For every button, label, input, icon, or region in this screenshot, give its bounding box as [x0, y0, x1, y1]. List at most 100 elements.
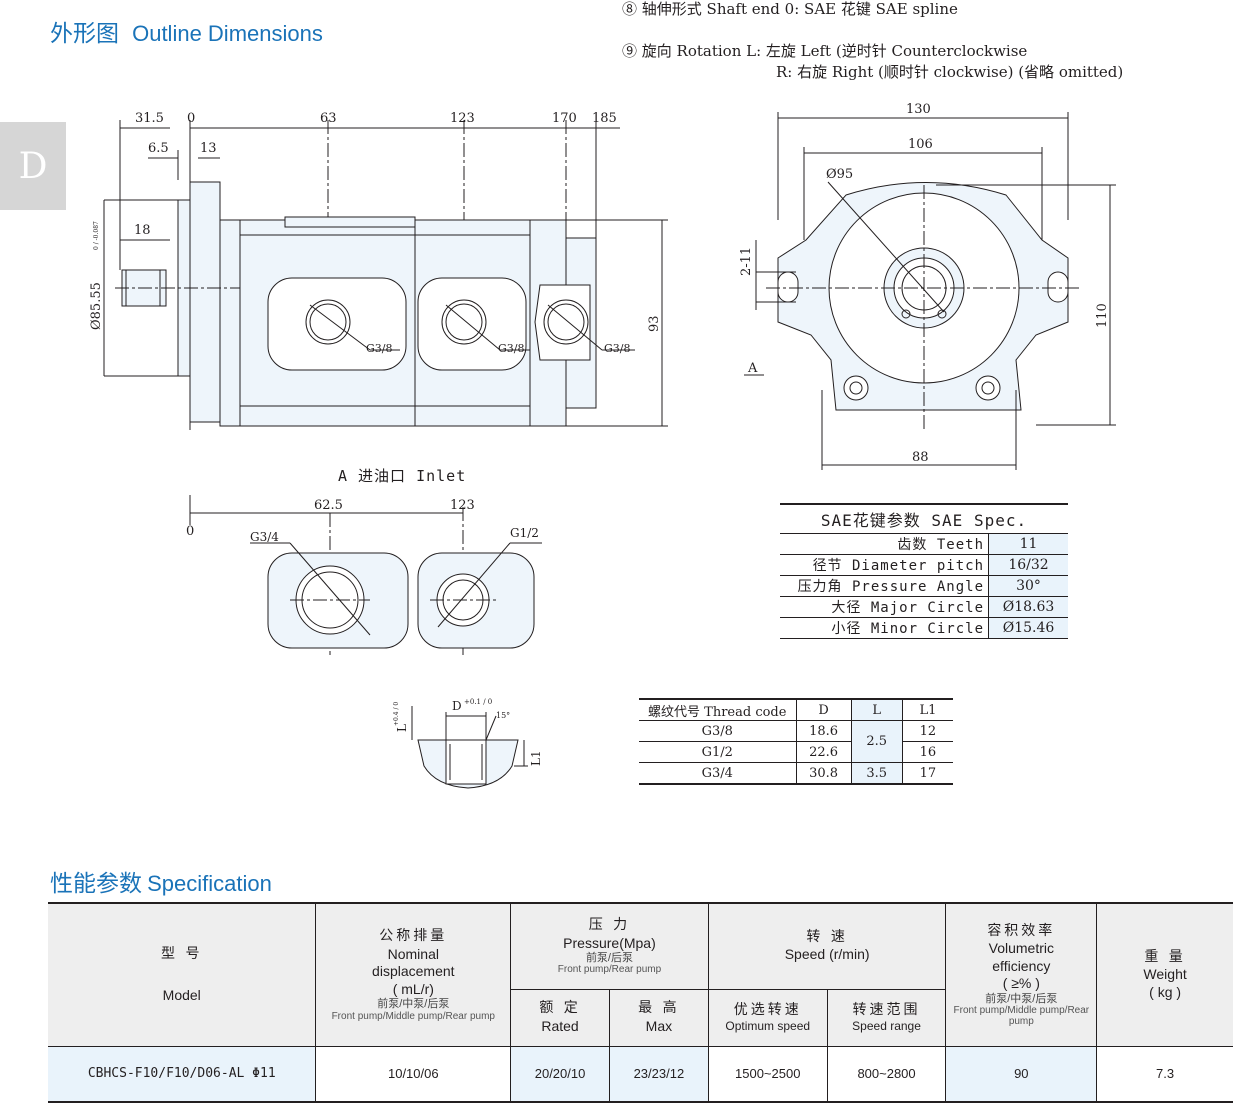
thread-row: G1/2 22.6 16 [639, 741, 953, 763]
cell-range: 800~2800 [826, 1046, 947, 1103]
thread-detail-drawing: D +0.1 / 0 15° L +0.4 / 0 L1 [393, 698, 543, 789]
dim-inlet-0: 0 [186, 524, 194, 539]
rotation-note-left: ⑨ 旋向 Rotation L: 左旋 Left (逆时针 Counterclo… [622, 42, 1028, 60]
dim-31-5: 31.5 [135, 111, 164, 126]
thread-l-label: L [395, 724, 409, 732]
thread-row: G3/8 18.6 2.5 12 [639, 720, 953, 763]
sae-label: 小径 Minor Circle [780, 617, 989, 639]
thread-row: G3/4 30.8 3.5 17 [639, 762, 953, 785]
inlet-view-drawing: 62.5 123 0 G3/4 G1/2 [186, 495, 542, 655]
port-label-2: G3/8 [498, 342, 525, 355]
col-model: 型 号 Model [48, 902, 317, 1047]
thread-header-d: D [795, 698, 852, 721]
dim-dia-85: Ø85.55 [90, 282, 104, 330]
sae-spec-title: SAE花键参数 SAE Spec. [780, 503, 1068, 534]
col-optimum: 优选转速 Optimum speed [707, 988, 828, 1048]
outline-title: 外形图 Outline Dimensions [50, 14, 323, 48]
pressure-sub-cn: 前泵/后泵 [585, 952, 633, 965]
cell-optimum: 1500~2500 [707, 1046, 828, 1103]
thread-l-tol: +0.4 / 0 [393, 702, 400, 726]
thread-d-tol: +0.1 / 0 [464, 698, 492, 706]
col-weight: 重 量 Weight ( kg ) [1096, 902, 1233, 1047]
weight-cn: 重 量 [1144, 948, 1186, 965]
dim-123: 123 [450, 111, 475, 126]
port-label-3: G3/8 [604, 342, 631, 355]
thread-code-table: 螺纹代号 Thread code D L L1 G3/8 18.6 2.5 12… [639, 698, 953, 785]
dim-62-5: 62.5 [314, 498, 343, 513]
sae-value: Ø18.63 [988, 596, 1068, 618]
eff-en2: efficiency [992, 957, 1051, 974]
weight-en: Weight [1143, 966, 1187, 983]
disp-sub-en: Front pump/Middle pump/Rear pump [331, 1010, 495, 1022]
thread-l1: 12 [901, 720, 953, 742]
dim-6-5: 6.5 [148, 141, 169, 156]
dim-dia-95: Ø95 [826, 167, 853, 182]
sae-value: 16/32 [988, 554, 1068, 576]
dim-110: 110 [1095, 303, 1110, 328]
thread-l-merged: 2.5 [850, 720, 903, 763]
view-label-a: A [747, 361, 758, 376]
thread-l1-label: L1 [529, 750, 543, 766]
dim-130: 130 [906, 102, 931, 117]
end-view-drawing: 130 106 Ø95 2-11 110 88 A [739, 102, 1116, 470]
thread-code: G3/4 [639, 762, 797, 785]
dim-2-11: 2-11 [739, 247, 754, 276]
thread-d: 18.6 [795, 720, 852, 742]
dim-185: 185 [592, 111, 617, 126]
port-g34: G3/4 [250, 530, 279, 544]
thread-l1: 17 [901, 762, 953, 785]
col-efficiency: 容积效率 Volumetric efficiency ( ≥% ) 前泵/中泵/… [945, 902, 1098, 1047]
range-en: Speed range [852, 1019, 921, 1034]
spec-table: 型 号 Model 公称排量 Nominal displacement ( mL… [48, 901, 1233, 1103]
cell-efficiency: 90 [945, 1046, 1098, 1103]
thread-d-label: D [452, 699, 462, 713]
rated-en: Rated [541, 1017, 579, 1034]
outline-title-en: Outline Dimensions [132, 21, 323, 46]
dim-106: 106 [908, 137, 933, 152]
sae-label: 径节 Diameter pitch [780, 554, 989, 576]
max-cn: 最 高 [638, 1000, 680, 1017]
eff-unit: ( ≥% ) [1002, 975, 1040, 992]
disp-cn: 公称排量 [379, 928, 448, 945]
model-cn: 型 号 [161, 945, 203, 962]
side-view-drawing: 31.5 0 63 123 170 185 6.5 13 18 Ø85.55 0… [90, 111, 668, 430]
pressure-cn: 压 力 [588, 917, 631, 934]
col-speed: 转 速 Speed (r/min) [707, 901, 947, 990]
thread-header-l1: L1 [901, 698, 953, 721]
disp-en2: displacement [372, 963, 455, 980]
dim-88: 88 [912, 450, 929, 465]
thread-code: G3/8 [639, 720, 797, 742]
rated-cn: 额 定 [539, 1000, 581, 1017]
dim-dia-tol: 0 / -0.087 [93, 221, 100, 250]
cell-max: 23/23/12 [608, 1046, 709, 1103]
eff-en1: Volumetric [988, 940, 1054, 957]
inlet-label: A 进油口 Inlet [338, 467, 467, 485]
range-cn: 转速范围 [852, 1001, 921, 1018]
col-max: 最 高 Max [608, 988, 709, 1048]
section-tab: D [0, 122, 66, 210]
opt-en: Optimum speed [725, 1019, 811, 1034]
dim-63: 63 [320, 111, 337, 126]
sae-label: 大径 Major Circle [780, 596, 989, 618]
sae-value: 11 [988, 533, 1068, 555]
port-g12: G1/2 [510, 526, 539, 540]
thread-code: G1/2 [639, 741, 797, 763]
spec-title-en: Specification [147, 871, 272, 896]
thread-angle: 15° [496, 711, 510, 720]
col-pressure: 压 力 Pressure(Mpa) 前泵/后泵 Front pump/Rear … [510, 901, 709, 990]
sae-label: 齿数 Teeth [780, 533, 989, 555]
spec-title-cn: 性能参数 [50, 871, 142, 897]
dim-18: 18 [134, 223, 151, 238]
eff-sub-cn: 前泵/中泵/后泵 [985, 992, 1058, 1005]
dim-13: 13 [200, 141, 217, 156]
col-displacement: 公称排量 Nominal displacement ( mL/r) 前泵/中泵/… [315, 902, 512, 1047]
thread-header-l: L [850, 698, 903, 721]
max-en: Max [645, 1017, 673, 1034]
disp-unit: ( mL/r) [392, 980, 434, 997]
sae-value: Ø15.46 [988, 617, 1068, 639]
